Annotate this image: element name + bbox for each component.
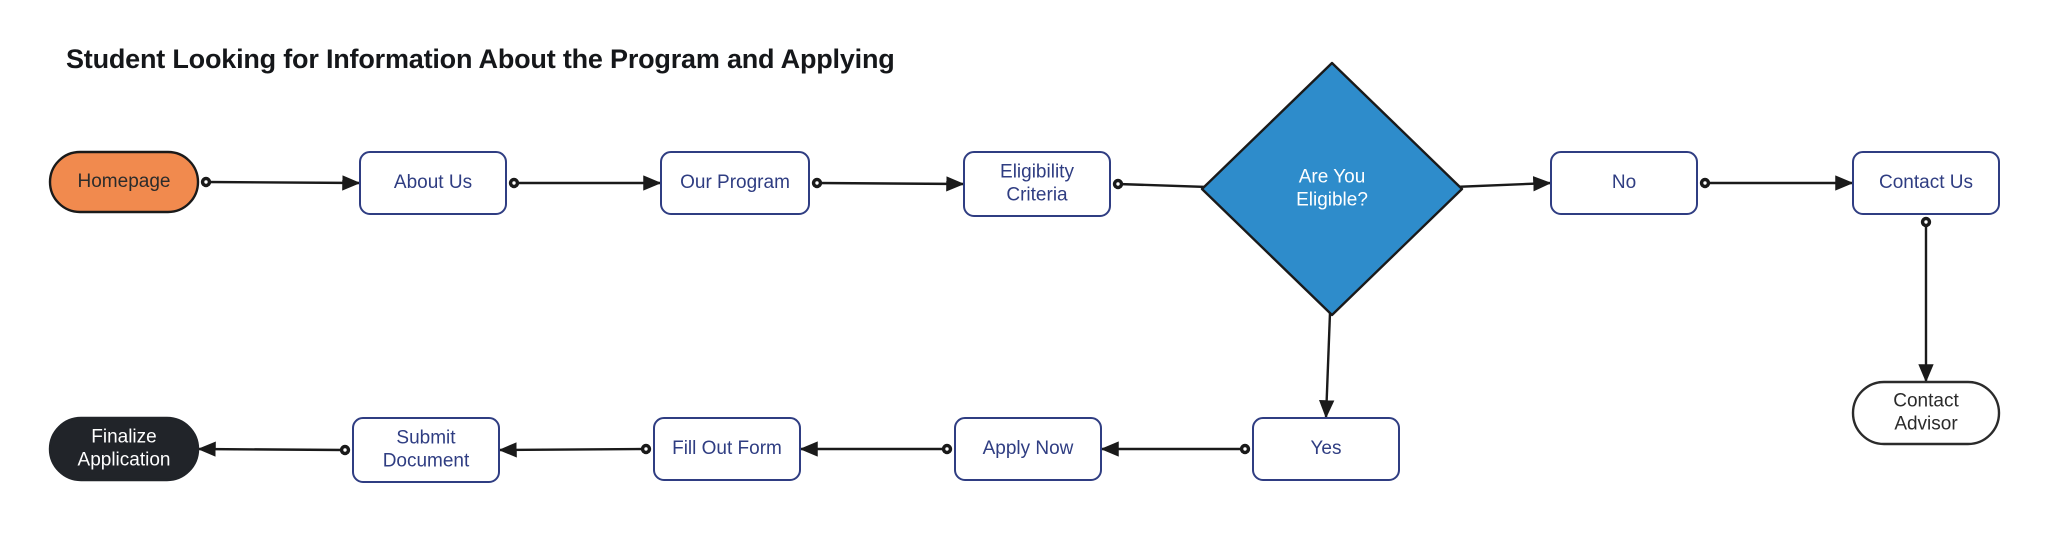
- contact-us-shape[interactable]: [1852, 151, 2000, 215]
- are-you-eligible-shape[interactable]: [1200, 61, 1464, 317]
- node-yes[interactable]: Yes: [1252, 417, 1400, 481]
- submit-document-shape[interactable]: [352, 417, 500, 483]
- edge-contact-us-to-contact-advisor: [1918, 216, 1934, 383]
- edge-source-dot: [1699, 177, 1711, 189]
- edge-yes-to-apply-now: [1100, 441, 1251, 457]
- edge-source-dot: [200, 176, 212, 188]
- node-apply-now[interactable]: Apply Now: [954, 417, 1102, 481]
- finalize-application-shape[interactable]: [48, 416, 200, 482]
- apply-now-label: Apply Now: [983, 438, 1074, 459]
- node-our-program[interactable]: Our Program: [660, 151, 810, 215]
- edge-source-dot: [941, 443, 953, 455]
- eligibility-criteria-shape[interactable]: [963, 151, 1111, 217]
- homepage-shape[interactable]: [48, 150, 200, 214]
- our-program-label: Our Program: [680, 172, 790, 193]
- fill-out-form-shape[interactable]: [653, 417, 801, 481]
- edge-source-dot: [1112, 178, 1124, 190]
- yes-shape[interactable]: [1252, 417, 1400, 481]
- edge-our-program-to-eligibility-criteria: [811, 176, 965, 192]
- edge-submit-document-to-finalize-application: [197, 441, 351, 457]
- node-contact-us[interactable]: Contact Us: [1852, 151, 2000, 215]
- edge-source-dot: [1920, 216, 1932, 228]
- edge-layer: [197, 175, 1934, 458]
- edge-source-dot: [339, 444, 351, 456]
- edge-about-us-to-our-program: [508, 175, 662, 191]
- edge-source-dot: [640, 443, 652, 455]
- yes-label: Yes: [1311, 438, 1342, 459]
- apply-now-shape[interactable]: [954, 417, 1102, 481]
- contact-advisor-shape[interactable]: [1851, 380, 2001, 446]
- edge-no-to-contact-us: [1699, 175, 1854, 191]
- edge-source-dot: [508, 177, 520, 189]
- contact-us-label: Contact Us: [1879, 172, 1973, 193]
- fill-out-form-label: Fill Out Form: [672, 438, 782, 459]
- node-fill-out-form[interactable]: Fill Out Form: [653, 417, 801, 481]
- edge-homepage-to-about-us: [200, 175, 361, 191]
- about-us-shape[interactable]: [359, 151, 507, 215]
- node-no[interactable]: No: [1550, 151, 1698, 215]
- about-us-label: About Us: [394, 172, 472, 193]
- edge-source-dot: [1239, 443, 1251, 455]
- edge-fill-out-form-to-submit-document: [498, 442, 652, 458]
- edge-apply-now-to-fill-out-form: [799, 441, 953, 457]
- node-homepage[interactable]: Homepage: [48, 150, 200, 214]
- no-shape[interactable]: [1550, 151, 1698, 215]
- edge-source-dot: [811, 177, 823, 189]
- our-program-shape[interactable]: [660, 151, 810, 215]
- homepage-label: Homepage: [78, 171, 171, 192]
- node-about-us[interactable]: About Us: [359, 151, 507, 215]
- no-label: No: [1612, 172, 1636, 193]
- page-title: Student Looking for Information About th…: [66, 44, 895, 74]
